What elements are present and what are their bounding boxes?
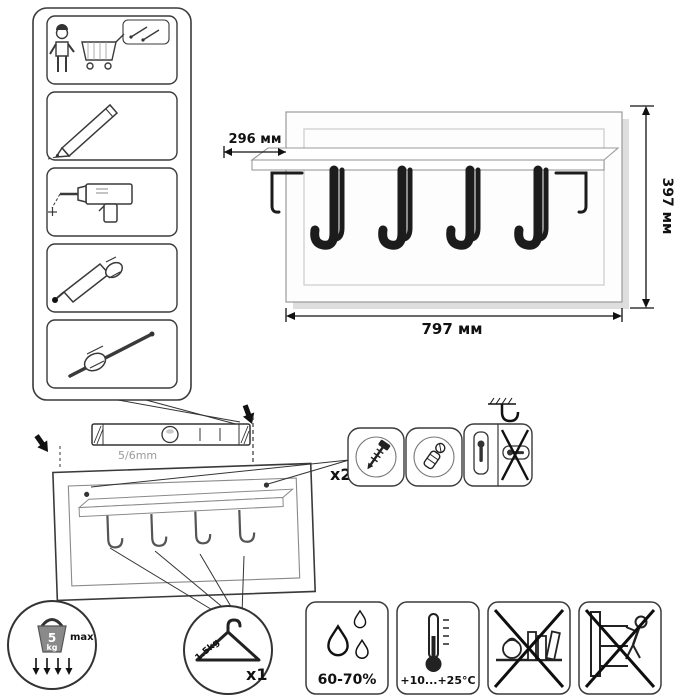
install-diagram: 5/6mm [34, 399, 350, 615]
hanger-weight-icon [195, 618, 261, 662]
no-heavy-load-pictogram [487, 601, 571, 695]
dowel-rod-icon [46, 319, 178, 389]
panel-inner-frame [303, 128, 605, 286]
buy-parts-icon [46, 15, 178, 85]
dimension-height: 397 мм [630, 105, 675, 309]
shelf-board [250, 147, 620, 171]
no-climbing-pictogram [578, 601, 662, 695]
mount-arrow-left [34, 434, 48, 452]
dimension-width: 797 мм [285, 308, 623, 338]
humidity-pictogram: 60-70% [305, 601, 389, 695]
max-label: max [70, 632, 94, 643]
coat-hook [514, 165, 549, 250]
wall-mounted-rack [52, 462, 317, 602]
wall-hook-icon [488, 397, 520, 423]
product-view [250, 111, 629, 309]
temperature-label: +10...+25°C [400, 674, 475, 687]
max-weight-icon: 5 kg [37, 618, 67, 653]
leader-line [90, 459, 350, 488]
dowel-detail-icon [405, 427, 463, 487]
drill-icon [46, 167, 178, 237]
keyhole-bracket-icon [463, 423, 533, 487]
rack-hooks-outline [106, 509, 256, 549]
leader-line [117, 399, 241, 423]
max-weight-value: 5 [48, 631, 56, 645]
cross-out-icon [500, 429, 530, 481]
down-arrows-icon [32, 658, 73, 675]
hanger-qty-label: x1 [246, 665, 267, 684]
temperature-icon [425, 613, 449, 672]
humidity-icon [327, 609, 369, 659]
mount-arrow-right [242, 404, 255, 424]
hanger-load-badge: 1.5kg x1 [183, 605, 273, 695]
sealant-icon [46, 243, 178, 313]
temperature-pictogram: +10...+25°C [396, 601, 480, 695]
mount-screw [84, 491, 90, 497]
coat-hook [378, 165, 413, 250]
coat-hooks [310, 165, 549, 250]
spirit-level: 5/6mm [91, 423, 251, 462]
hanger-leader-lines [109, 547, 245, 615]
width-label: 797 мм [421, 320, 482, 338]
screw-detail-icon [347, 427, 405, 487]
depth-label: 296 мм [229, 132, 282, 147]
cross-out-icon [493, 609, 565, 688]
rail-hooks [270, 171, 588, 214]
dimension-depth: 296 мм [223, 132, 286, 158]
height-label: 397 мм [659, 178, 675, 235]
level-mark-label: 5/6mm [118, 449, 157, 462]
left-rail-hook [270, 171, 304, 214]
humidity-label: 60-70% [318, 672, 377, 688]
leader-line [145, 399, 244, 427]
tools-panel [32, 7, 192, 401]
coat-hook [310, 165, 345, 250]
pencil-mark-icon [46, 91, 178, 161]
fastener-qty-label: x2 [330, 465, 351, 484]
max-weight-unit: kg [46, 643, 57, 652]
leader-line [267, 459, 350, 485]
cross-out-icon [584, 609, 656, 688]
coat-hook [446, 165, 481, 250]
mount-screw [263, 482, 270, 488]
right-rail-hook [554, 171, 588, 214]
fastener-detail: x2 [330, 397, 533, 487]
max-load-badge: 5 kg max [7, 600, 97, 690]
